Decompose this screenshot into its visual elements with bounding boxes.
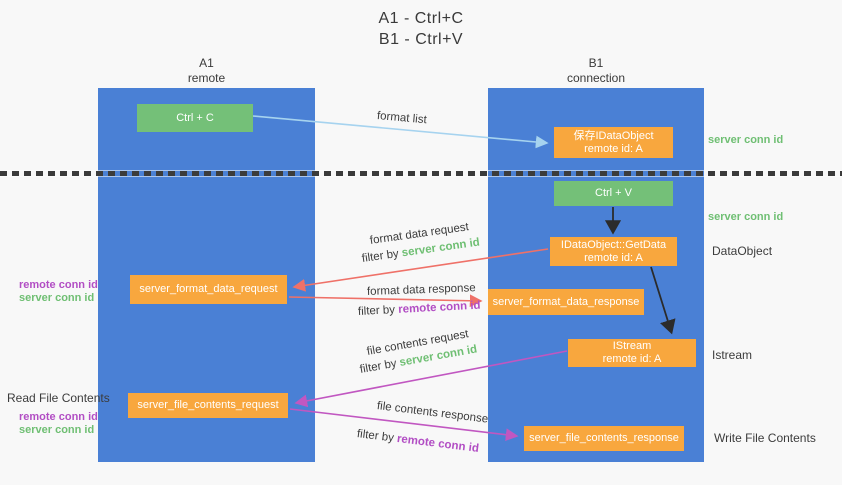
node-server-file-contents-request: server_file_contents_request — [128, 393, 288, 418]
column-a1-name: A1 — [199, 56, 214, 70]
node-idataobject-getdata: IDataObject::GetData remote id: A — [550, 237, 677, 266]
column-b1-sub: connection — [566, 71, 626, 85]
filter-by-text: filter by — [358, 357, 401, 376]
flow-label-format-list: format list — [376, 110, 428, 127]
flow-label-format-data-response: format data response — [366, 282, 476, 298]
node-save-idataobject: 保存IDataObject remote id: A — [554, 127, 673, 158]
remote-conn-id-key: remote conn id — [396, 432, 480, 455]
flow-label-filter-remote-conn-2: filter by remote conn id — [356, 428, 479, 455]
label-server-conn-id-left-1: server conn id — [19, 292, 95, 304]
label-istream: Istream — [712, 348, 753, 362]
node-server-file-contents-response-label: server_file_contents_response — [529, 432, 679, 444]
node-istream-line2: remote id: A — [602, 353, 662, 365]
node-istream-line1: IStream — [612, 340, 652, 352]
node-server-format-data-response: server_format_data_response — [488, 289, 644, 315]
node-server-format-data-request: server_format_data_request — [130, 275, 287, 304]
node-server-format-data-response-label: server_format_data_response — [492, 295, 640, 308]
filter-by-text: filter by — [361, 247, 403, 265]
diagram-title: A1 - Ctrl+C B1 - Ctrl+V — [0, 8, 842, 50]
node-server-format-data-request-label: server_format_data_request — [139, 283, 278, 295]
node-server-file-contents-response: server_file_contents_response — [524, 426, 684, 451]
label-read-file-contents: Read File Contents — [7, 391, 110, 405]
flow-label-file-contents-response: file contents response — [376, 400, 489, 426]
node-istream: IStream remote id: A — [568, 339, 696, 367]
column-header-a1: A1 remote — [98, 56, 315, 86]
remote-conn-id-key: remote conn id — [397, 299, 481, 316]
node-ctrl-v: Ctrl + V — [554, 181, 673, 206]
label-server-conn-id-left-2: server conn id — [19, 424, 95, 436]
node-idataobject-getdata-line2: remote id: A — [584, 251, 643, 264]
session-divider-dashed-line — [0, 171, 842, 176]
column-b1-name: B1 — [588, 56, 604, 70]
label-server-conn-id-top: server conn id — [708, 134, 784, 146]
label-remote-conn-id-left-1: remote conn id — [19, 279, 98, 291]
node-ctrl-c-label: Ctrl + C — [176, 111, 214, 124]
node-ctrl-c: Ctrl + C — [137, 104, 253, 132]
node-ctrl-v-label: Ctrl + V — [595, 187, 632, 199]
title-line-2: B1 - Ctrl+V — [378, 31, 464, 48]
flow-label-filter-remote-conn-1: filter by remote conn id — [358, 300, 481, 318]
node-save-idataobject-line1: 保存IDataObject — [573, 129, 654, 142]
node-idataobject-getdata-line1: IDataObject::GetData — [560, 238, 667, 251]
node-server-file-contents-request-label: server_file_contents_request — [137, 399, 279, 411]
filter-by-text: filter by — [357, 303, 399, 318]
filter-by-text: filter by — [356, 428, 398, 445]
label-server-conn-id-mid: server conn id — [708, 211, 784, 223]
node-save-idataobject-line2: remote id: A — [584, 142, 643, 155]
title-line-1: A1 - Ctrl+C — [378, 10, 464, 27]
label-write-file-contents: Write File Contents — [714, 431, 816, 445]
column-a1-sub: remote — [187, 71, 226, 85]
column-header-b1: B1 connection — [488, 56, 704, 86]
label-remote-conn-id-left-2: remote conn id — [19, 411, 98, 423]
label-dataobject: DataObject — [712, 244, 773, 258]
